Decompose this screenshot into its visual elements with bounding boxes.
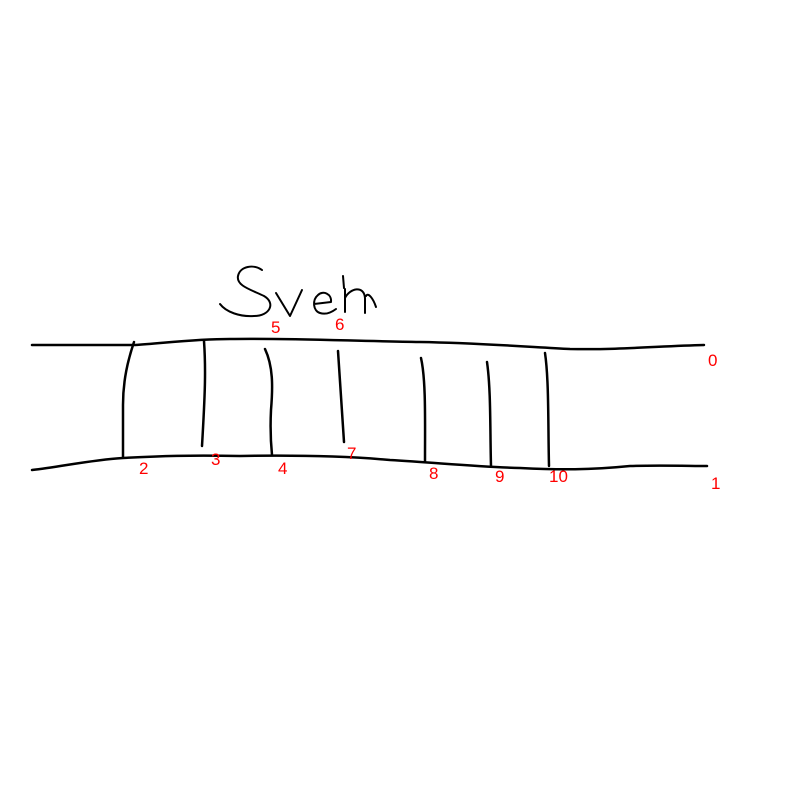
handwritten-letter-s bbox=[219, 265, 272, 318]
bar-1 bbox=[121, 340, 136, 459]
handwritten-letter-n bbox=[344, 288, 366, 314]
handwritten-letter-tail bbox=[342, 275, 377, 308]
label-bar-1-bottom: 2 bbox=[139, 459, 148, 478]
label-bar-6-bottom: 9 bbox=[495, 467, 504, 486]
handwritten-letter-e bbox=[313, 291, 337, 315]
handwritten-letter-v bbox=[275, 289, 303, 317]
label-bar-7-bottom: 10 bbox=[549, 467, 568, 486]
bar-3 bbox=[263, 347, 274, 457]
label-bar-2-top: 5 bbox=[271, 318, 280, 337]
label-bar-4-top: 6 bbox=[335, 315, 344, 334]
bar-7 bbox=[543, 351, 551, 468]
handwritten-title bbox=[219, 265, 377, 318]
top-rail bbox=[30, 337, 706, 351]
bar-6 bbox=[485, 360, 493, 468]
label-top-rail: 0 bbox=[708, 351, 717, 370]
label-bar-5-bottom: 8 bbox=[429, 464, 438, 483]
bottom-rail bbox=[30, 454, 709, 472]
label-bar-3-bottom: 4 bbox=[278, 459, 287, 478]
bar-5 bbox=[419, 356, 427, 463]
bar-4 bbox=[336, 349, 346, 444]
bar-2 bbox=[200, 339, 207, 448]
number-labels: 0 1 2 3 4 5 6 7 8 9 10 bbox=[139, 315, 720, 493]
label-bottom-rail: 1 bbox=[711, 474, 720, 493]
label-bar-4-bottom: 7 bbox=[347, 444, 356, 463]
label-bar-2-bottom: 3 bbox=[211, 450, 220, 469]
